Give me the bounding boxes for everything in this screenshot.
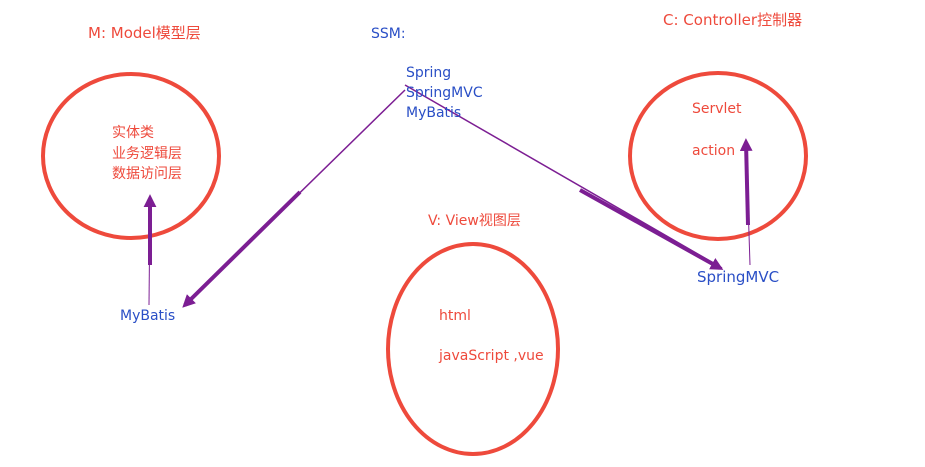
view-title: V: View视图层 — [428, 213, 521, 229]
mybatis-label: MyBatis — [120, 308, 176, 324]
model-item-entity: 实体类 — [112, 125, 154, 141]
ssm-title: SSM: — [371, 26, 406, 42]
controller-circle — [628, 71, 808, 241]
controller-item-servlet: Servlet — [692, 101, 742, 117]
model-item-data-access: 数据访问层 — [112, 166, 182, 182]
arrow-springmvc-to-controller-head — [739, 138, 753, 226]
ssm-item-springmvc: SpringMVC — [406, 85, 483, 101]
view-circle — [386, 242, 560, 456]
controller-title: C: Controller控制器 — [663, 11, 803, 29]
controller-item-action: action — [692, 143, 736, 159]
springmvc-label: SpringMVC — [697, 268, 780, 286]
view-item-html: html — [439, 308, 471, 324]
model-title: M: Model模型层 — [88, 24, 201, 42]
arrow-ssm-to-springmvc-thick — [579, 188, 724, 270]
arrow-ssm-to-mybatis-thick — [182, 190, 302, 308]
model-item-business-logic: 业务逻辑层 — [112, 146, 182, 162]
ssm-item-mybatis: MyBatis — [406, 105, 462, 121]
ssm-item-spring: Spring — [406, 65, 452, 81]
view-item-javascript-vue: javaScript ,vue — [439, 348, 544, 364]
model-circle — [41, 72, 221, 240]
